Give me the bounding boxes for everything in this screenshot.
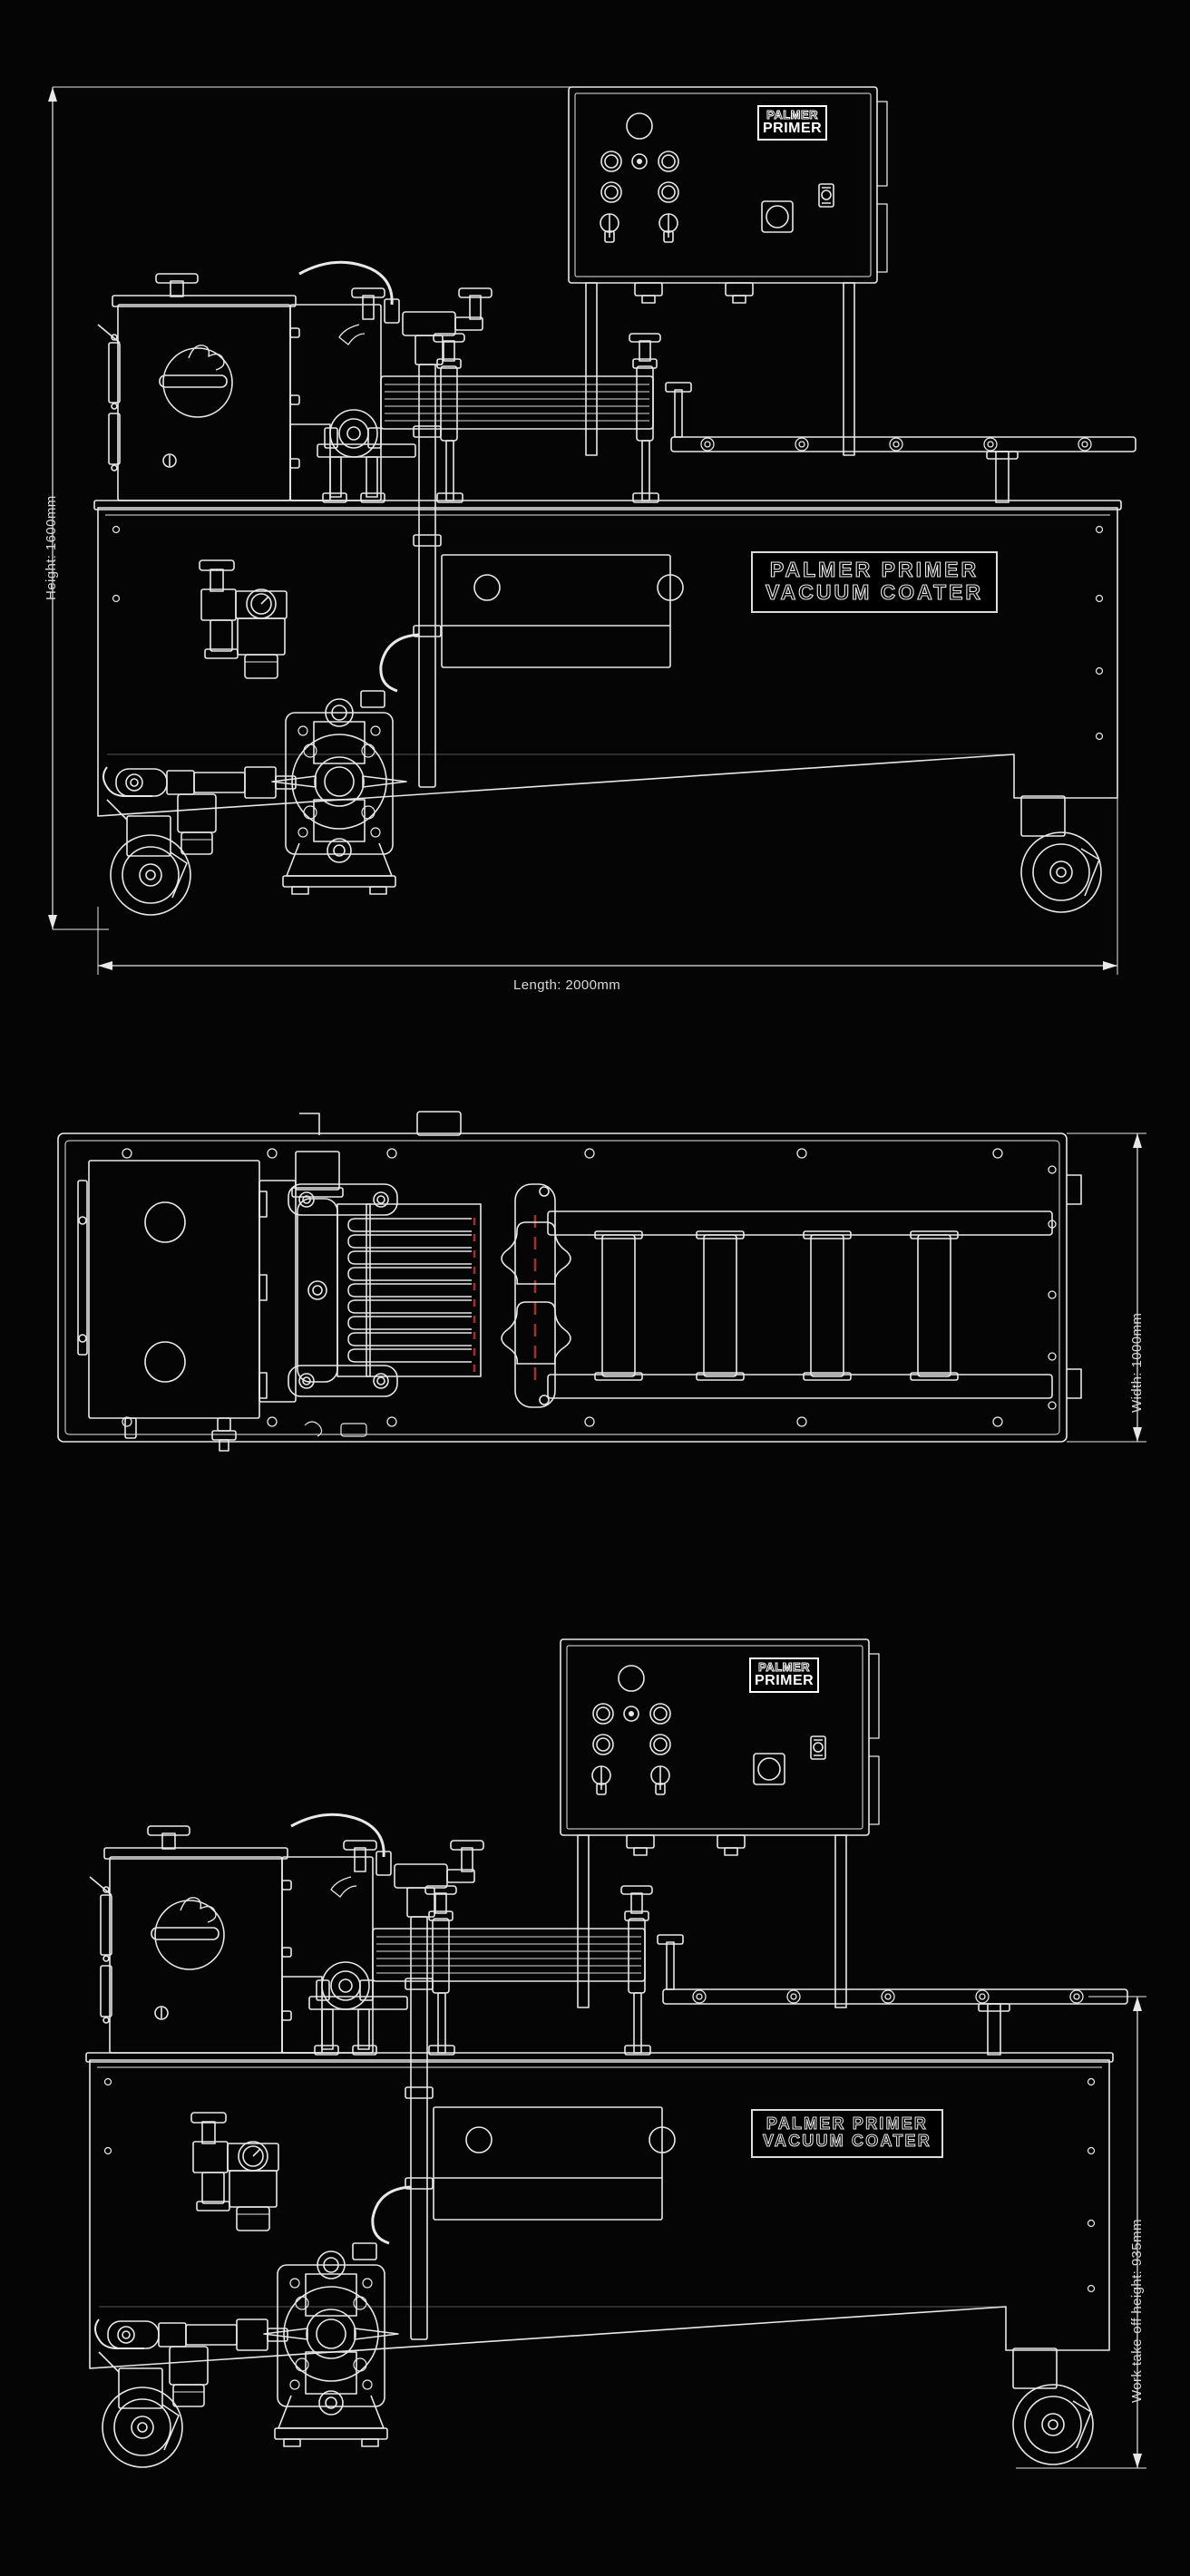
body-fasteners	[112, 525, 1104, 741]
width-dimension-label: Width: 1000mm	[1129, 1312, 1145, 1413]
length-dimension-label: Length: 2000mm	[513, 977, 621, 993]
side-elevation-view: PALMER PRIMER PALMER PRIMER VACUUM COATE…	[0, 1605, 1190, 2576]
solvent-tank	[97, 273, 300, 501]
cabinet-logo-top-text-2: PALMER	[758, 1660, 811, 1674]
drive-motor-assembly-2	[281, 1856, 408, 2056]
pipework-manifold	[298, 260, 493, 788]
solvent-tank-plan	[77, 1160, 260, 1452]
cabinet-support-legs-2	[577, 1834, 847, 2008]
suction-line	[102, 766, 297, 855]
control-cabinet-2	[560, 1638, 880, 1836]
diaphragm-pump-2	[263, 2250, 399, 2447]
rod-bank-plan	[347, 1203, 482, 1377]
isolator-toggle	[818, 183, 834, 208]
body-nameplate-side: PALMER PRIMER VACUUM COATER	[751, 2109, 943, 2158]
roller-conveyor-plan	[547, 1210, 1053, 1399]
seal-marks-plan	[473, 1215, 537, 1380]
indicator-lamp-main	[626, 112, 653, 140]
air-preparation-unit-2	[190, 2112, 279, 2231]
body-nameplate-line2: VACUUM COATER	[765, 579, 984, 604]
cabinet-logo-top-text: PALMER	[766, 108, 819, 122]
selector-switch-left	[600, 213, 619, 243]
coating-roll-bank	[380, 333, 692, 503]
conveyor-rollers	[594, 1230, 959, 1381]
roller-conveyor-rail	[670, 436, 1136, 503]
width-dimension-line	[1067, 1132, 1146, 1443]
work-takeoff-dimension-line	[1016, 1996, 1146, 2469]
caster-left	[106, 799, 191, 916]
body-nameplate-line1: PALMER PRIMER	[769, 558, 980, 581]
front-elevation-svg	[48, 86, 1136, 975]
height-dimension-line	[48, 86, 580, 930]
machine-body	[93, 500, 1122, 817]
cabinet-logo-bottom-text: PRIMER	[763, 121, 823, 136]
selector-switch-right-2	[650, 1765, 670, 1795]
cabinet-logo-plate-front: PALMER PRIMER	[757, 105, 828, 141]
air-preparation-unit	[199, 559, 288, 679]
body-nameplate-line1-2: PALMER PRIMER	[766, 2114, 929, 2134]
cabinet-logo-plate-side: PALMER PRIMER	[749, 1657, 820, 1693]
caster-right	[1020, 795, 1102, 913]
front-elevation-view: PALMER PRIMER PALMER PRIMER VACUUM COATE…	[0, 0, 1190, 1016]
emergency-stop-button-2	[753, 1753, 785, 1785]
isolator-toggle-2	[810, 1735, 826, 1760]
body-nameplate-front: PALMER PRIMER VACUUM COATER	[751, 551, 999, 613]
cabinet-logo-bottom-text-2: PRIMER	[755, 1673, 814, 1688]
plan-view-svg	[57, 1111, 1146, 1452]
caster-right-2	[1012, 2348, 1094, 2465]
control-cabinet	[568, 86, 888, 284]
work-takeoff-dimension-label: Work take-off height: 935mm	[1129, 2219, 1145, 2403]
emergency-stop-button	[761, 200, 794, 233]
caster-left-2	[98, 2351, 183, 2468]
selector-switch-left-2	[591, 1765, 611, 1795]
machine-body-2	[85, 2052, 1114, 2369]
front-hatch-panel	[441, 554, 684, 668]
coating-roll-bank-2	[372, 1885, 684, 2056]
drive-motor-assembly	[289, 304, 416, 503]
front-hatch-panel-2	[433, 2106, 676, 2221]
plan-view: Width: 1000mm	[0, 1097, 1190, 1532]
drive-block-plan	[258, 1151, 398, 1403]
side-elevation-svg	[85, 1638, 1146, 2469]
deck-plate	[57, 1132, 1082, 1443]
suction-line-2	[94, 2318, 288, 2407]
roll-adjuster-left	[433, 333, 465, 362]
deck-details	[299, 1111, 462, 1437]
selector-switch-right	[658, 213, 678, 243]
drive-pulley	[329, 409, 378, 458]
height-dimension-label: Height: 1600mm	[44, 495, 59, 600]
tank-handwheel	[162, 347, 233, 418]
solvent-tank-2	[89, 1825, 292, 2054]
pipework-manifold-2	[290, 1813, 484, 2340]
body-nameplate-line2-2: VACUUM COATER	[763, 2132, 932, 2151]
diaphragm-pump	[271, 698, 407, 895]
cabinet-support-legs	[585, 282, 855, 456]
length-dimension-line	[97, 798, 1118, 975]
roller-conveyor-rail-2	[662, 1988, 1128, 2056]
cross-rail-plan	[501, 1183, 571, 1408]
roll-adjuster-right	[629, 333, 661, 362]
